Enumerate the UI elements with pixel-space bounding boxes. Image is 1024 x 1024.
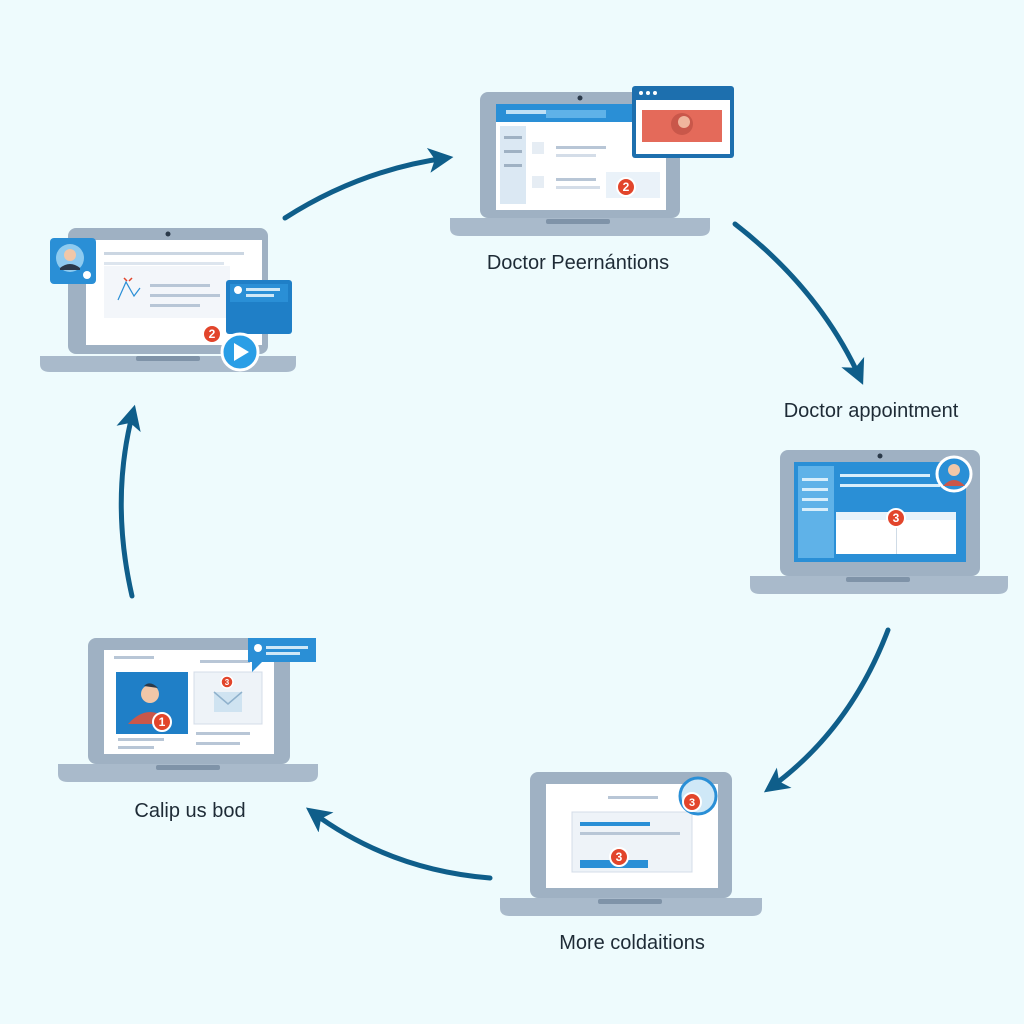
popup-window (226, 280, 292, 334)
arrow-icon-right-upper (732, 221, 865, 385)
avatar-icon (50, 238, 96, 284)
label-left: Calip us bod (134, 800, 246, 822)
laptop-left: 1 3 (58, 638, 318, 782)
svg-text:3: 3 (689, 797, 695, 809)
laptop-bottom: 3 3 (500, 772, 762, 916)
label-top: Doctor Peernántions (486, 252, 670, 274)
chat-bubble (248, 638, 316, 672)
label-right: Doctor appointment (783, 400, 959, 422)
svg-text:2: 2 (209, 327, 216, 341)
mail-icon (193, 671, 263, 745)
arrow-icon-top (282, 148, 454, 221)
svg-text:3: 3 (225, 678, 230, 687)
laptop-top: 2 (450, 86, 734, 236)
badge: 3 (220, 675, 234, 689)
badge: 2 (202, 324, 222, 344)
svg-text:3: 3 (616, 850, 623, 864)
badge-ring: 3 (678, 776, 718, 816)
arrow-icon-bottom (305, 807, 493, 881)
svg-text:2: 2 (623, 180, 630, 194)
badge: 1 (152, 712, 172, 732)
badge: 3 (886, 508, 906, 528)
svg-text:1: 1 (159, 715, 166, 729)
arrow-icon-right-lower (763, 627, 891, 793)
laptop-top-left: 2 (40, 228, 296, 372)
browser-popup (632, 86, 734, 158)
arrow-icon-left (116, 404, 141, 599)
svg-text:3: 3 (893, 511, 900, 525)
cycle-arrows (116, 148, 891, 881)
label-bottom: More coldaitions (559, 932, 705, 954)
laptop-right: 3 (750, 450, 1008, 594)
avatar-icon (935, 455, 973, 493)
play-icon (220, 332, 260, 372)
badge: 3 (609, 847, 629, 867)
badge: 2 (616, 177, 636, 197)
avatar-icon (116, 672, 188, 749)
